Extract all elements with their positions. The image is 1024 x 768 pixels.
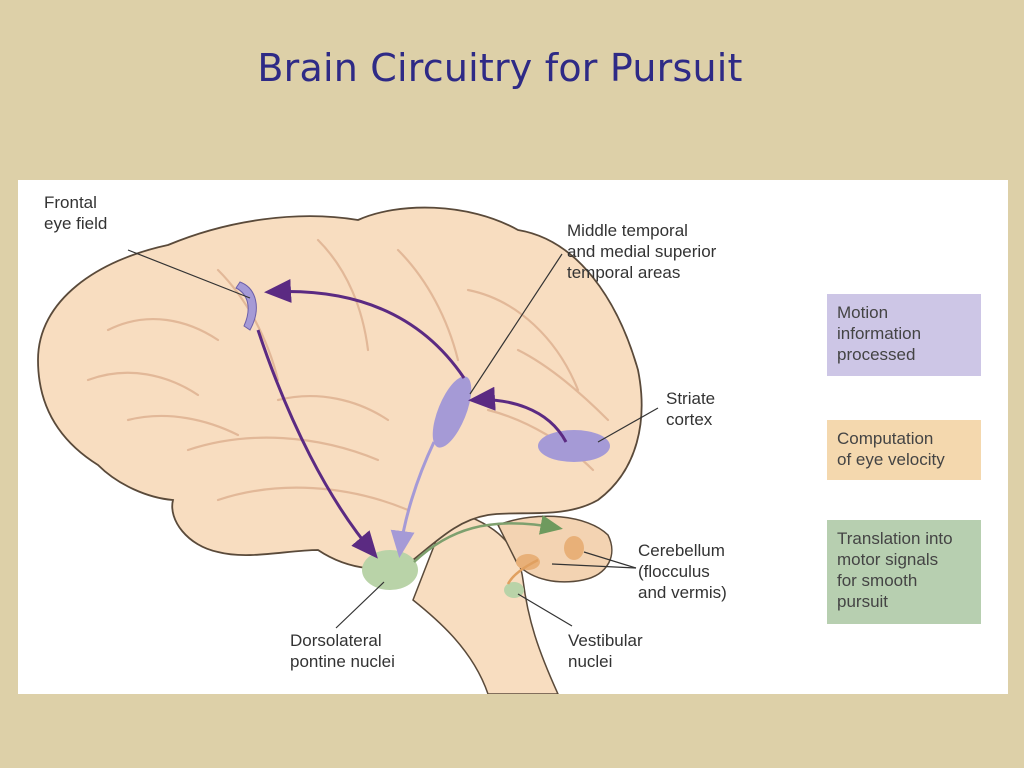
slide-title: Brain Circuitry for Pursuit	[257, 46, 743, 90]
cerebellum-region-1	[564, 536, 584, 560]
pathway-cerebellum-to-vestibular	[506, 558, 539, 585]
brain-diagram: Frontal eye field Middle temporal and me…	[18, 180, 1008, 694]
brainstem	[412, 509, 559, 694]
brain-folds	[86, 238, 610, 512]
pathway-mt-to-fef	[264, 278, 466, 379]
pathway-pontine-to-cerebellum	[413, 514, 563, 563]
label-dorsolateral-pontine: Dorsolateral pontine nuclei	[290, 631, 395, 671]
pathway-mt-to-pontine	[390, 441, 436, 558]
legend-motor: Translation into motor signals for smoot…	[827, 520, 981, 624]
label-mt-mst: Middle temporal and medial superior temp…	[567, 221, 717, 282]
legend-velocity: Computation of eye velocity	[827, 420, 981, 480]
pontine-nuclei-region	[362, 550, 418, 590]
cerebellum-region-2	[516, 554, 540, 570]
pathway-striate-to-mt	[468, 386, 568, 443]
brain-illustration	[37, 206, 659, 694]
cerebrum	[37, 206, 643, 570]
label-cerebellum: Cerebellum (flocculus and vermis)	[638, 541, 727, 602]
frontal-eye-field-region	[235, 281, 257, 331]
legend-motion: Motion information processed	[827, 294, 981, 376]
mt-mst-region	[432, 376, 472, 448]
leader-lines	[127, 249, 659, 629]
label-striate-cortex: Striate cortex	[666, 389, 716, 429]
label-vestibular-nuclei: Vestibular nuclei	[568, 631, 643, 671]
pathway-fef-to-pontine	[256, 329, 378, 559]
striate-cortex-region	[538, 430, 610, 462]
label-frontal-eye-field: Frontal eye field	[44, 193, 108, 233]
